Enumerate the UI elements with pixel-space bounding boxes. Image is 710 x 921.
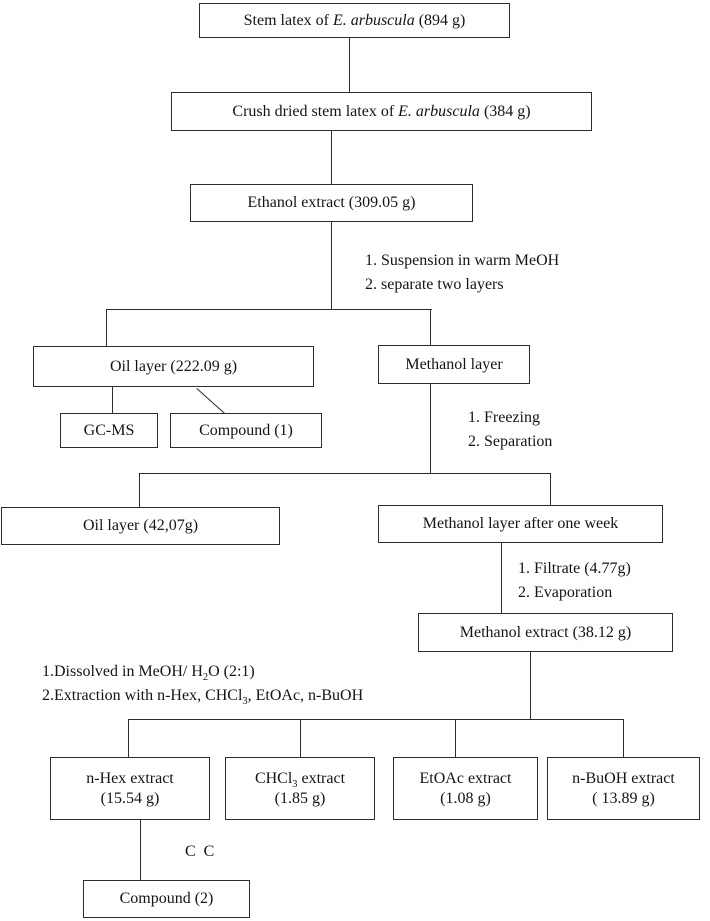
connector-to-chcl3 — [300, 719, 302, 757]
connector-split-1 — [106, 309, 432, 311]
annotation-freezing: 1. Freezing 2. Separation — [468, 406, 552, 454]
nhex-extract-label: n-Hex extract — [86, 769, 174, 787]
gcms-box: GC-MS — [60, 413, 158, 448]
connector-split-2 — [139, 473, 551, 475]
ethanol-extract-label: Ethanol extract (309.05 g) — [247, 194, 416, 211]
annotation-suspension-step-2: 2. separate two layers — [365, 276, 504, 293]
gcms-label: GC-MS — [83, 421, 135, 439]
compound-2-box: Compound (2) — [83, 880, 250, 918]
annotation-partition-step-1: 1.Dissolved in MeOH/ H2O (2:1) — [42, 663, 255, 684]
methanol-layer-label: Methanol layer — [405, 355, 503, 373]
connector-week-to-extract — [501, 543, 503, 613]
oil-layer-2-label: Oil layer (42,07g) — [82, 517, 199, 534]
connector-stem-to-crush — [349, 38, 351, 92]
methanol-week-label: Methanol layer after one week — [422, 515, 619, 532]
ethanol-extract-box: Ethanol extract (309.05 g) — [190, 184, 473, 222]
connector-extract-down — [530, 652, 532, 719]
oil-layer-1-label: Oil layer (222.09 g) — [109, 357, 238, 375]
oil-layer-2-box: Oil layer (42,07g) — [1, 507, 280, 545]
nbuoh-extract-mass: ( 13.89 g) — [592, 789, 655, 807]
crush-latex-box: Crush dried stem latex of E. arbuscula (… — [171, 92, 592, 131]
methanol-extract-box: Methanol extract (38.12 g) — [418, 613, 673, 652]
stem-latex-label: Stem latex of E. arbuscula (894 g) — [243, 11, 466, 29]
connector-to-compound-1 — [196, 388, 226, 415]
connector-split-3 — [128, 719, 623, 721]
annotation-partition-step-2: 2.Extraction with n-Hex, CHCl3, EtOAc, n… — [42, 687, 364, 708]
connector-to-methanol-layer — [430, 309, 432, 345]
annotation-column-chromatography: C C — [185, 843, 217, 860]
connector-ethanol-down — [331, 222, 333, 310]
methanol-extract-label: Methanol extract (38.12 g) — [459, 623, 632, 641]
chcl3-extract-mass: (1.85 g) — [274, 789, 326, 807]
compound-2-label: Compound (2) — [119, 890, 214, 907]
annotation-partition: 1.Dissolved in MeOH/ H2O (2:1) 2.Extract… — [42, 660, 363, 708]
compound-1-label: Compound (1) — [199, 421, 293, 439]
stem-latex-box: Stem latex of E. arbuscula (894 g) — [199, 3, 510, 38]
nbuoh-extract-box: n-BuOH extract ( 13.89 g) — [547, 757, 700, 820]
annotation-freezing-step-1: 1. Freezing — [468, 409, 540, 426]
connector-to-nbuoh — [623, 719, 625, 757]
annotation-suspension: 1. Suspension in warm MeOH 2. separate t… — [365, 249, 559, 297]
methanol-layer-box: Methanol layer — [378, 345, 530, 384]
nhex-extract-mass: (15.54 g) — [100, 789, 160, 807]
connector-to-oil-layer-2 — [139, 473, 141, 507]
connector-to-oil-layer-1 — [106, 309, 108, 346]
etoac-extract-box: EtOAc extract (1.08 g) — [393, 757, 538, 820]
connector-nhex-to-compound-2 — [140, 820, 142, 880]
methanol-week-box: Methanol layer after one week — [378, 505, 663, 543]
oil-layer-1-box: Oil layer (222.09 g) — [33, 346, 314, 387]
chcl3-extract-box: CHCl3 extract (1.85 g) — [225, 757, 375, 820]
connector-methanol-layer-down — [430, 384, 432, 473]
chcl3-extract-label: CHCl3 extract — [254, 769, 346, 790]
compound-1-box: Compound (1) — [170, 413, 322, 448]
annotation-filtrate-step-1: 1. Filtrate (4.77g) — [518, 560, 631, 577]
connector-to-nhex — [128, 719, 130, 757]
annotation-filtrate-step-2: 2. Evaporation — [518, 584, 613, 601]
etoac-extract-label: EtOAc extract — [419, 769, 512, 787]
crush-latex-label: Crush dried stem latex of E. arbuscula (… — [232, 102, 531, 120]
connector-to-etoac — [455, 719, 457, 757]
annotation-freezing-step-2: 2. Separation — [468, 433, 553, 450]
nhex-extract-box: n-Hex extract (15.54 g) — [50, 757, 210, 820]
etoac-extract-mass: (1.08 g) — [440, 789, 491, 807]
connector-crush-to-ethanol — [331, 131, 333, 184]
annotation-filtrate: 1. Filtrate (4.77g) 2. Evaporation — [518, 557, 631, 605]
annotation-suspension-step-1: 1. Suspension in warm MeOH — [365, 252, 560, 269]
nbuoh-extract-label: n-BuOH extract — [572, 769, 675, 787]
connector-to-gcms — [112, 387, 114, 413]
connector-to-methanol-week — [550, 473, 552, 505]
